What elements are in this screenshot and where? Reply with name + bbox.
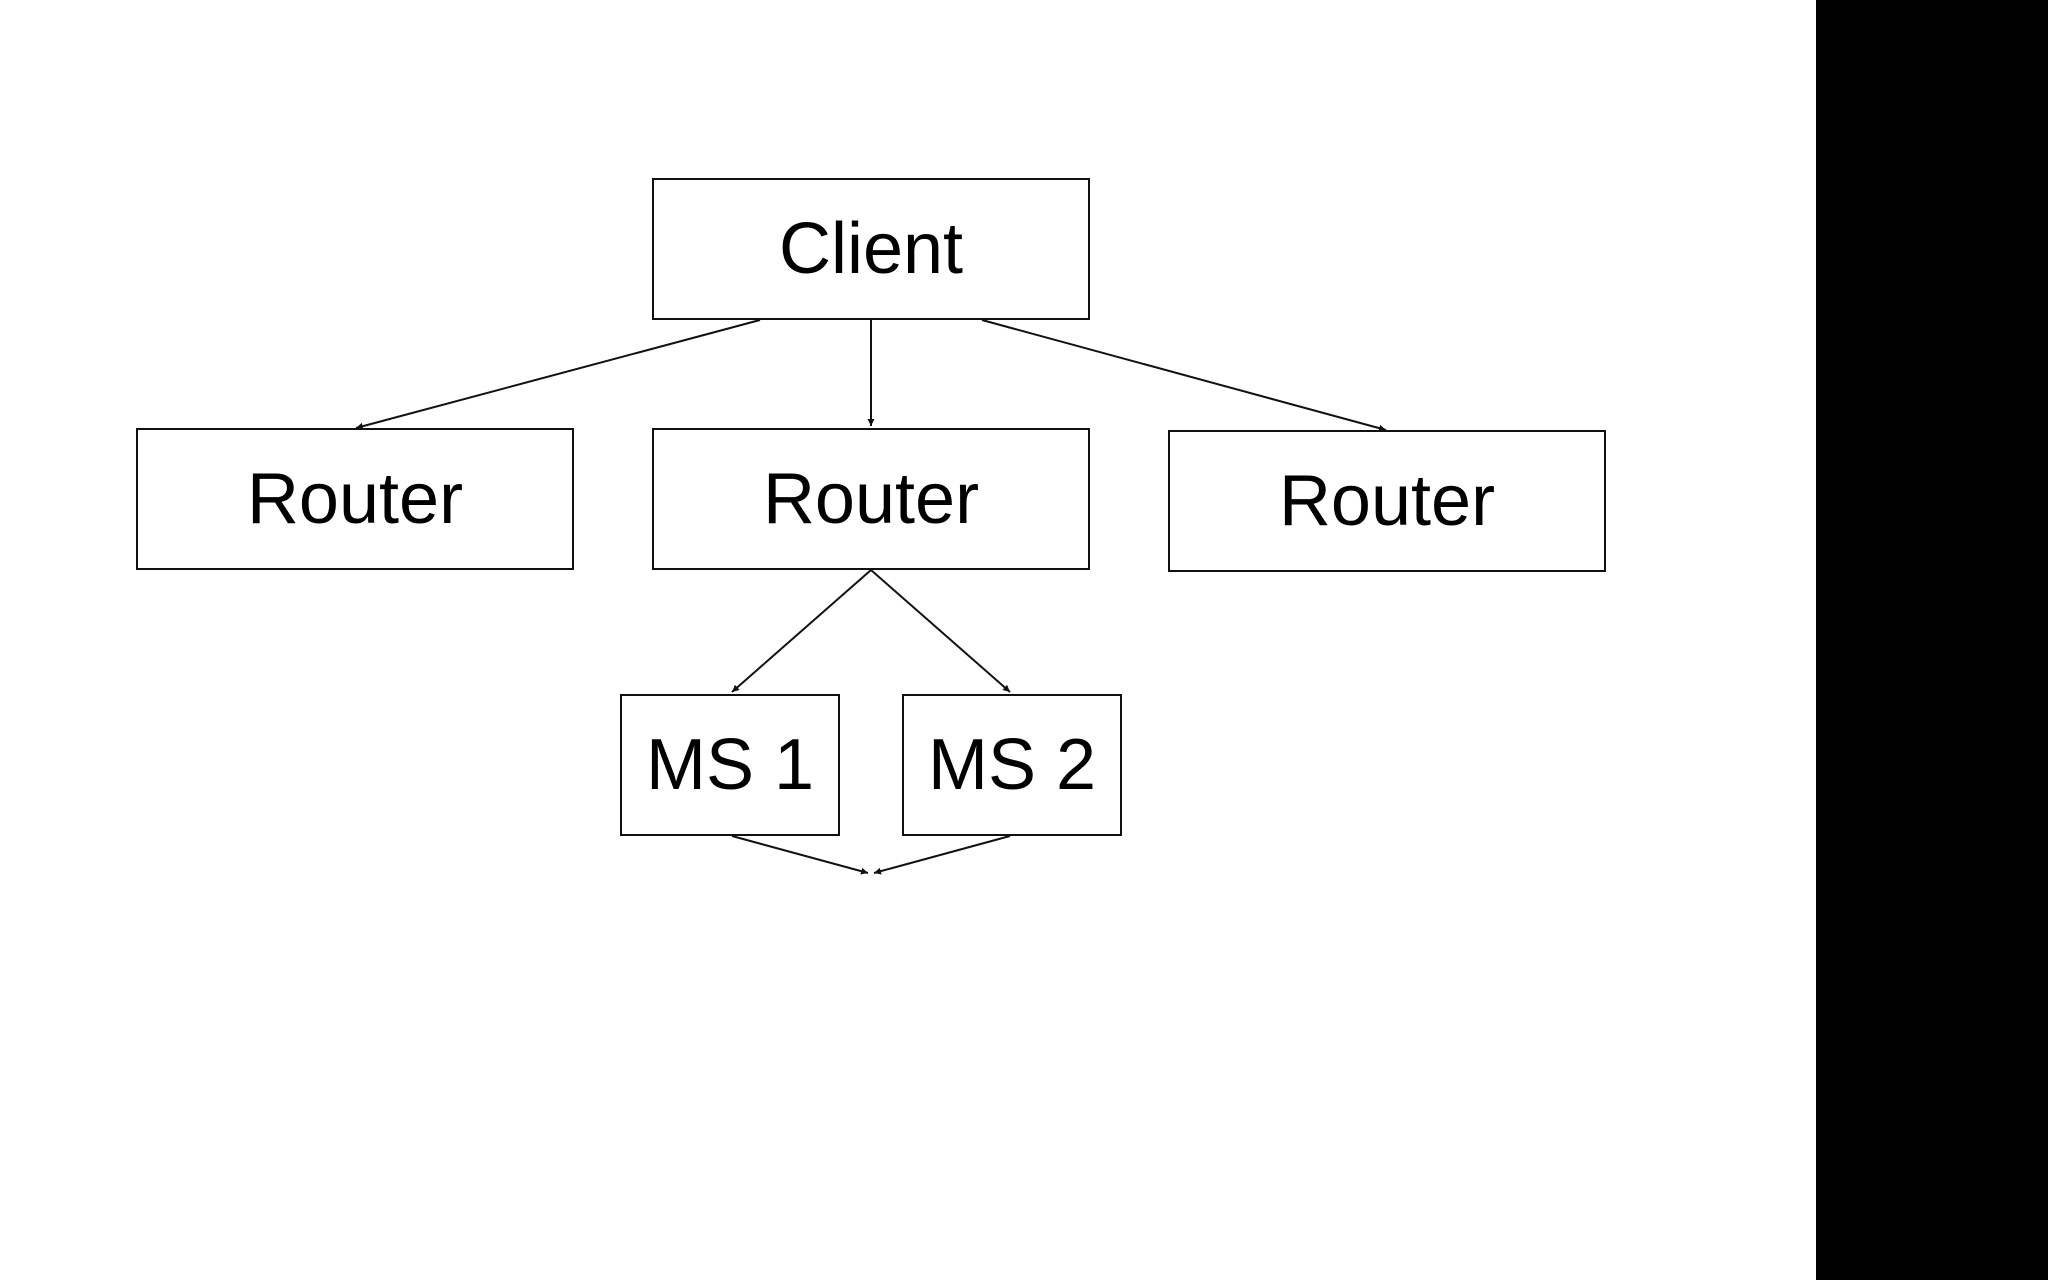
ms-1-label: MS 1 bbox=[645, 725, 815, 805]
router-node-center: Router bbox=[652, 428, 1090, 570]
edge-router-2-to-ms-2 bbox=[870, 569, 1011, 693]
ms-2-node: MS 2 bbox=[902, 694, 1122, 836]
edge-client-to-router-3 bbox=[981, 319, 1387, 432]
router-center-label: Router bbox=[762, 459, 980, 539]
router-left-label: Router bbox=[246, 459, 464, 539]
ms-1-node: MS 1 bbox=[620, 694, 840, 836]
router-node-left: Router bbox=[136, 428, 574, 570]
router-node-right: Router bbox=[1168, 430, 1606, 572]
edge-ms-1-to-merge-point bbox=[731, 835, 869, 875]
client-label: Client bbox=[778, 209, 964, 289]
edge-ms-2-to-merge-point bbox=[873, 835, 1011, 875]
edge-router-2-to-ms-1 bbox=[731, 569, 872, 693]
edge-group bbox=[355, 319, 1387, 875]
router-right-label: Router bbox=[1278, 461, 1496, 541]
edge-client-to-router-1 bbox=[355, 319, 761, 430]
right-black-band bbox=[1816, 0, 2048, 1280]
client-node: Client bbox=[652, 178, 1090, 320]
ms-2-label: MS 2 bbox=[927, 725, 1097, 805]
